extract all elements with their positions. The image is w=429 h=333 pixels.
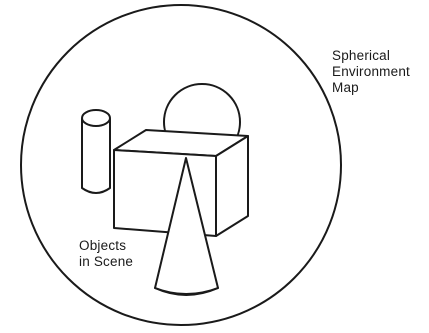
objects-label: Objects in Scene <box>79 238 133 270</box>
objects-label-line2: in Scene <box>79 254 134 269</box>
objects-label-line1: Objects <box>79 238 127 253</box>
cone-object <box>154 157 219 296</box>
environment-map-label: Spherical Environment Map <box>332 48 410 96</box>
environment-map-label-line1: Spherical <box>332 48 391 63</box>
cylinder-object <box>81 109 111 194</box>
environment-sphere <box>20 4 342 326</box>
environment-map-label-line2: Environment <box>332 64 410 79</box>
environment-map-label-line3: Map <box>332 80 359 95</box>
